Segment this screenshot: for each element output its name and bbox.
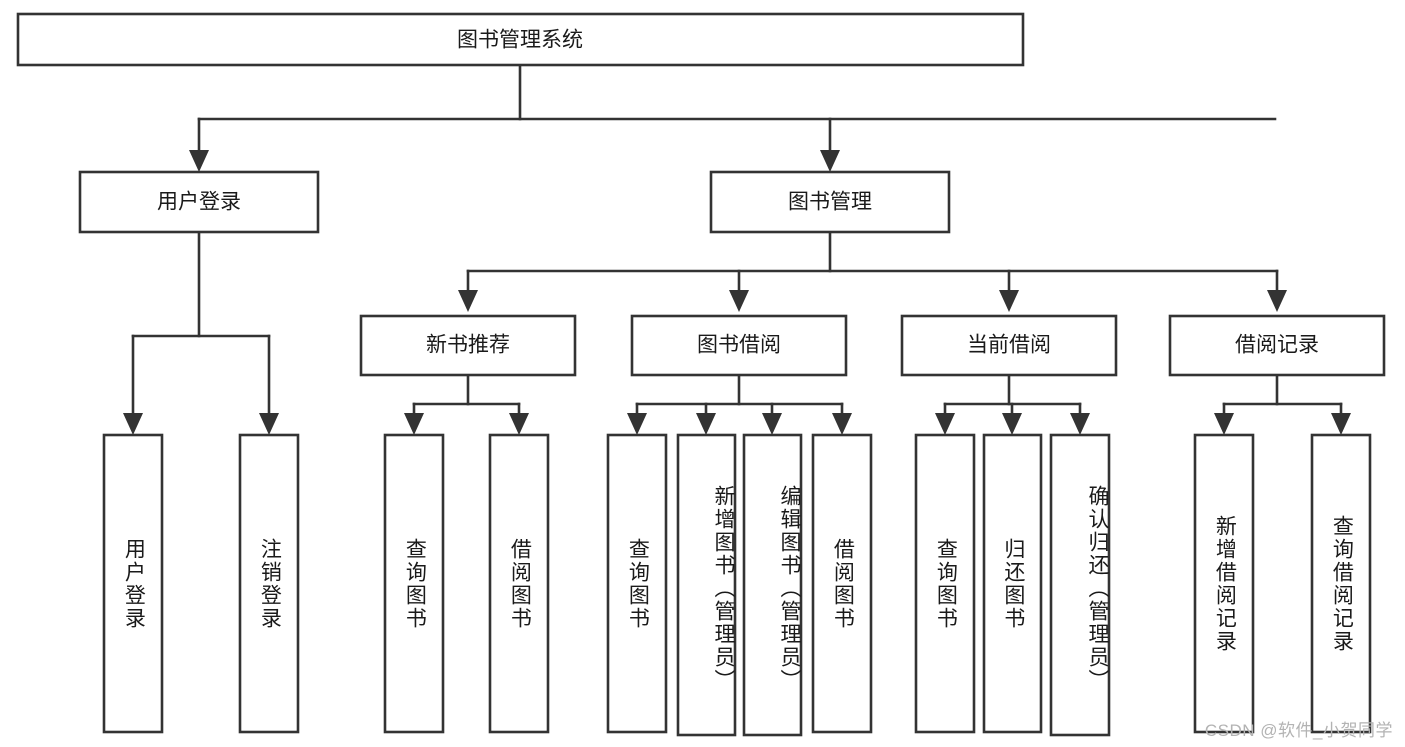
node-borrow-record-label: 借阅记录	[1235, 334, 1319, 357]
node-leaf-borrow-book-2-box[interactable]	[811, 433, 873, 734]
node-new-book-rec-box[interactable]	[359, 314, 577, 377]
node-root-label: 图书管理系统	[457, 29, 583, 52]
node-leaf-add-record-box[interactable]	[1193, 433, 1255, 734]
node-leaf-return-book-box[interactable]	[982, 433, 1043, 734]
node-leaf-query-record-box[interactable]	[1310, 433, 1372, 734]
connector-newbook-to-leaves	[404, 374, 529, 435]
watermark-text: CSDN @软件_小贺同学	[1204, 721, 1393, 740]
connector-root-to-level2	[189, 63, 1277, 172]
node-user-login-label: 用户登录	[157, 191, 241, 214]
node-borrow-record-box[interactable]	[1168, 314, 1386, 377]
connector-bookborrow-to-leaves	[627, 374, 852, 435]
node-leaf-query-book-3-box[interactable]	[914, 433, 976, 734]
node-leaf-confirm-return-box[interactable]	[1049, 433, 1111, 737]
node-new-book-rec-label: 新书推荐	[426, 334, 510, 357]
node-leaf-query-book-1-box[interactable]	[383, 433, 445, 734]
node-leaf-add-book-box[interactable]	[676, 433, 737, 737]
node-book-manage-label: 图书管理	[788, 191, 872, 214]
connector-userlogin-to-leaves	[123, 230, 279, 435]
node-leaf-query-book-2-box[interactable]	[606, 433, 668, 734]
node-current-borrow-box[interactable]	[900, 314, 1118, 377]
node-current-borrow-label: 当前借阅	[967, 334, 1051, 357]
connector-bookmanage-to-level3	[458, 230, 1287, 312]
node-leaf-logout-box[interactable]	[238, 433, 300, 734]
node-book-manage-box[interactable]	[709, 170, 951, 234]
node-user-login-box[interactable]	[78, 170, 320, 234]
node-book-borrow-box[interactable]	[630, 314, 848, 377]
node-leaf-user-login-box[interactable]	[102, 433, 164, 734]
node-root-box[interactable]	[16, 12, 1025, 67]
connector-currentborrow-to-leaves	[935, 374, 1090, 435]
connector-borrowrecord-to-leaves	[1214, 374, 1351, 435]
node-leaf-edit-book-box[interactable]	[742, 433, 803, 737]
node-book-borrow-label: 图书借阅	[697, 334, 781, 357]
node-leaf-borrow-book-1-box[interactable]	[488, 433, 550, 734]
